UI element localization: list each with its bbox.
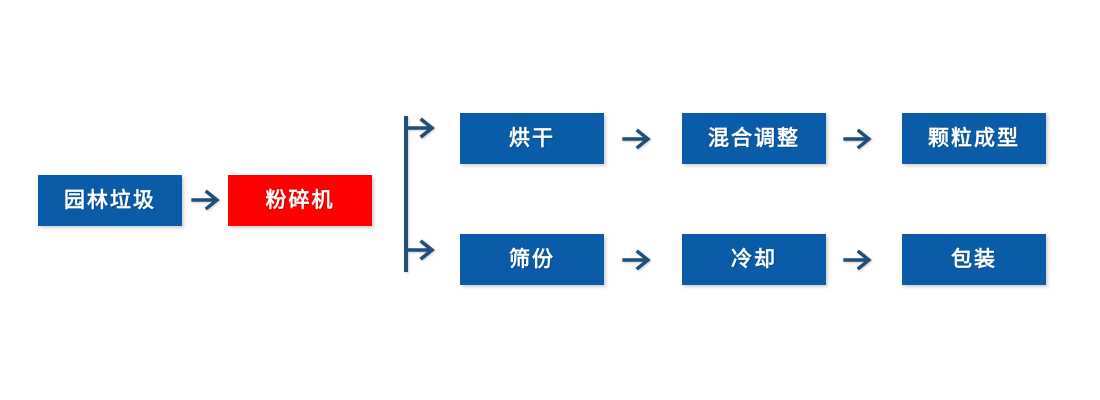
node-screening[interactable]: 筛份 xyxy=(460,234,604,285)
arrow-right-icon xyxy=(622,245,656,275)
arrow-right-icon xyxy=(843,245,877,275)
node-granulation[interactable]: 颗粒成型 xyxy=(902,113,1046,164)
node-drying[interactable]: 烘干 xyxy=(460,113,604,164)
node-label: 粉碎机 xyxy=(265,189,335,212)
node-label: 园林垃圾 xyxy=(64,189,156,212)
arrow-right-icon xyxy=(191,185,225,215)
node-label: 包装 xyxy=(951,248,997,271)
node-packaging[interactable]: 包装 xyxy=(902,234,1046,285)
node-crusher[interactable]: 粉碎机 xyxy=(228,175,372,226)
node-mixing-adjustment[interactable]: 混合调整 xyxy=(682,113,826,164)
node-label: 冷却 xyxy=(731,248,777,271)
node-label: 筛份 xyxy=(509,248,555,271)
arrow-right-icon xyxy=(622,124,656,154)
branch-split-connector xyxy=(400,110,444,278)
node-garden-waste[interactable]: 园林垃圾 xyxy=(38,175,182,226)
arrow-right-icon xyxy=(843,124,877,154)
node-label: 烘干 xyxy=(509,127,555,150)
node-label: 颗粒成型 xyxy=(928,127,1020,150)
node-label: 混合调整 xyxy=(708,127,800,150)
node-cooling[interactable]: 冷却 xyxy=(682,234,826,285)
